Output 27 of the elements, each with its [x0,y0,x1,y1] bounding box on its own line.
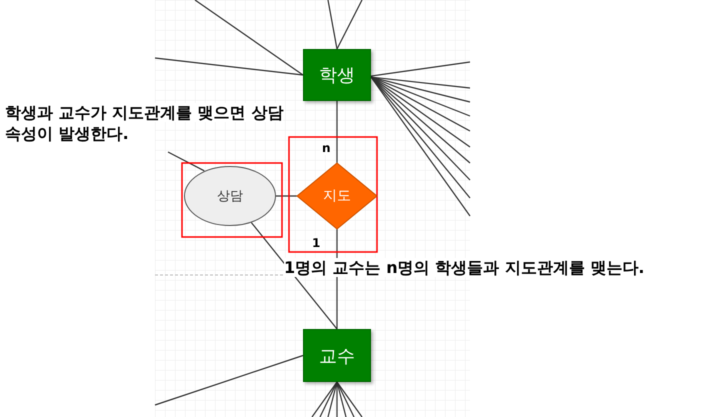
cardinality-label: n [320,141,333,155]
entity-box: 학생 [303,49,371,101]
connector-line [154,57,304,76]
annotation-note: 1명의 교수는 n명의 학생들과 지도관계를 맺는다. [284,257,646,278]
attribute-ellipse: 상담 [184,166,276,226]
connector-line [336,382,362,417]
connector-line [327,382,338,417]
entity-box: 교수 [303,329,371,382]
connector-line [327,0,338,50]
connector-line [168,151,205,172]
connector-line [276,195,297,197]
connector-line [336,0,363,50]
connector-line [370,76,470,117]
connector-line [319,382,338,417]
connector-line [370,61,470,77]
connector-line [336,382,355,417]
connector-line [370,76,470,103]
connector-line [312,382,338,417]
cardinality-label: 1 [310,236,322,250]
connector-line [250,222,338,330]
connector-line [336,101,338,163]
relationship-diamond: 지도 [297,163,377,229]
connector-line [154,354,304,406]
connector-line [370,76,470,89]
connector-line [336,382,338,417]
connector-line [336,382,347,417]
connector-line [194,0,304,76]
